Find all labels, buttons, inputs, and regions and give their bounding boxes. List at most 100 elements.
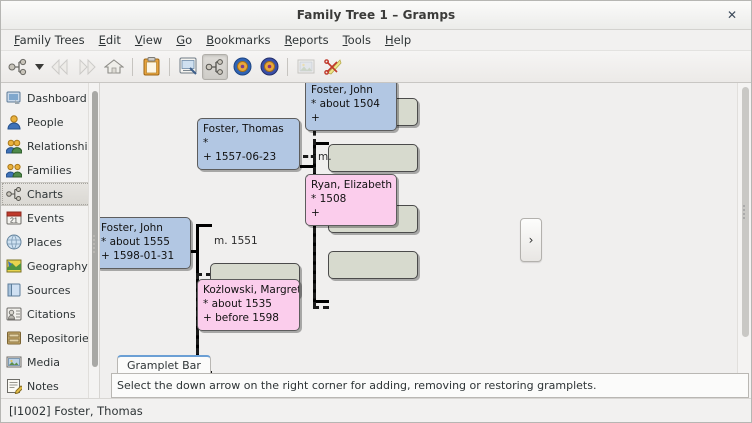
reports-icon[interactable] — [175, 54, 201, 80]
window-title: Family Tree 1 – Gramps — [296, 8, 456, 22]
menu-item-help[interactable]: Help — [384, 33, 412, 47]
pane-splitter-handle[interactable] — [92, 233, 97, 255]
charts-icon — [6, 186, 22, 202]
sidebar-item-label: Families — [27, 163, 72, 177]
person-death: + — [311, 112, 320, 124]
person-birth: * 1508 — [311, 193, 347, 205]
person-name: Foster, Thomas — [203, 123, 284, 135]
places-icon — [6, 234, 22, 250]
gramplet-bar: Gramplet Bar Select the down arrow on th… — [111, 353, 751, 398]
person-box-grandfather[interactable]: Foster, John * about 1504 + — [305, 83, 397, 131]
sidebar-item-label: Repositories — [27, 331, 95, 345]
sidebar-item-repositories[interactable]: Repositories — [1, 326, 99, 350]
repositories-icon — [6, 330, 22, 346]
person-death: + — [311, 207, 320, 219]
sidebar-item-sources[interactable]: Sources — [1, 278, 99, 302]
connector-line — [196, 224, 212, 227]
connector-line-dashed — [313, 218, 316, 308]
home-icon[interactable] — [101, 54, 127, 80]
dashboard-icon — [6, 90, 22, 106]
menu-item-view[interactable]: View — [134, 33, 163, 47]
forward-arrow-icon[interactable] — [74, 54, 100, 80]
person-death: + 1557-06-23 — [203, 151, 277, 163]
person-box-root[interactable]: Foster, John * about 1555 + 1598-01-31 — [100, 217, 191, 269]
chart-area: Foster, John * about 1555 + 1598-01-31 F… — [100, 83, 751, 398]
sources-icon — [6, 282, 22, 298]
menu-item-reports[interactable]: Reports — [284, 33, 329, 47]
empty-person-box[interactable] — [328, 251, 418, 279]
chart-scrollbar-thumb[interactable] — [742, 87, 749, 337]
menu-item-go[interactable]: Go — [176, 33, 193, 47]
person-tree-icon[interactable] — [5, 54, 31, 80]
sidebar-item-label: Sources — [27, 283, 71, 297]
sidebar-item-label: Relationships — [27, 139, 99, 153]
connector-line-dashed — [303, 155, 316, 158]
menu-item-bookmarks[interactable]: Bookmarks — [206, 33, 271, 47]
globe-orange-icon[interactable] — [229, 54, 255, 80]
sidebar-item-label: Media — [27, 355, 61, 369]
connector-line — [313, 142, 329, 145]
title-bar: Family Tree 1 – Gramps ✕ — [1, 1, 751, 30]
person-name: Kożlowski, Margret — [203, 284, 300, 296]
gramplet-tab-row: Gramplet Bar — [111, 353, 751, 374]
person-box-grandmother[interactable]: Ryan, Elizabeth * 1508 + — [305, 174, 397, 226]
empty-person-box[interactable] — [328, 144, 418, 172]
sidebar-item-media[interactable]: Media — [1, 350, 99, 374]
toolbar-separator — [169, 57, 170, 76]
pedigree-canvas[interactable]: Foster, John * about 1555 + 1598-01-31 F… — [100, 83, 737, 398]
families-icon — [6, 162, 22, 178]
geography-icon — [6, 258, 22, 274]
person-box-mother[interactable]: Kożlowski, Margret * about 1535 + before… — [197, 279, 300, 331]
person-birth: * — [203, 137, 209, 149]
menu-item-family-trees[interactable]: Family Trees — [14, 33, 85, 47]
sidebar-item-notes[interactable]: Notes — [1, 374, 99, 398]
menu-bar: Family Trees Edit View Go Bookmarks Reports To… — [1, 30, 751, 51]
globe-purple-icon[interactable] — [256, 54, 282, 80]
person-birth: * about 1555 — [101, 236, 170, 248]
media-image-icon[interactable] — [293, 54, 319, 80]
status-text: [I1002] Foster, Thomas — [9, 403, 143, 418]
menu-item-tools[interactable]: Tools — [342, 33, 371, 47]
menu-item-edit[interactable]: Edit — [98, 33, 121, 47]
charts-icon[interactable] — [202, 53, 228, 80]
close-icon[interactable]: ✕ — [726, 8, 738, 22]
sidebar-item-label: Citations — [27, 307, 76, 321]
expand-right-button[interactable]: › — [520, 218, 542, 262]
tab-gramplet-bar[interactable]: Gramplet Bar — [117, 355, 211, 374]
chart-scrollbar[interactable] — [737, 83, 751, 398]
sidebar-item-citations[interactable]: Citations — [1, 302, 99, 326]
sidebar-scrollbar-thumb[interactable] — [92, 91, 98, 367]
sidebar-item-geography[interactable]: Geography — [1, 254, 99, 278]
corner-notch-icon — [306, 83, 309, 88]
sidebar-item-dashboard[interactable]: Dashboard — [1, 86, 99, 110]
media-icon — [6, 354, 22, 370]
sidebar-item-families[interactable]: Families — [1, 158, 99, 182]
relationships-icon — [6, 138, 22, 154]
clipboard-icon[interactable] — [138, 54, 164, 80]
corner-notch-icon — [306, 175, 309, 183]
people-icon — [6, 114, 22, 130]
notes-icon — [6, 378, 22, 394]
person-death: + 1598-01-31 — [101, 250, 175, 262]
dropdown-arrow-icon[interactable] — [32, 54, 46, 80]
corner-notch-icon — [198, 280, 201, 288]
toolbar — [1, 51, 751, 83]
connector-line-dashed — [196, 273, 212, 276]
sidebar-item-relationships[interactable]: Relationships — [1, 134, 99, 158]
status-bar: [I1002] Foster, Thomas — [1, 398, 751, 422]
chart-scrollbar-grip — [743, 203, 745, 219]
sidebar-item-label: Notes — [27, 379, 59, 393]
sidebar-item-label: People — [27, 115, 64, 129]
connector-line — [313, 300, 329, 303]
sidebar-item-people[interactable]: People — [1, 110, 99, 134]
person-birth: * about 1504 — [311, 98, 380, 110]
back-arrow-icon[interactable] — [47, 54, 73, 80]
sidebar-item-charts[interactable]: Charts — [1, 182, 99, 206]
scissors-tool-icon[interactable] — [320, 54, 346, 80]
person-box-father[interactable]: Foster, Thomas * + 1557-06-23 — [197, 118, 300, 170]
sidebar-item-places[interactable]: Places — [1, 230, 99, 254]
toolbar-separator — [132, 57, 133, 76]
